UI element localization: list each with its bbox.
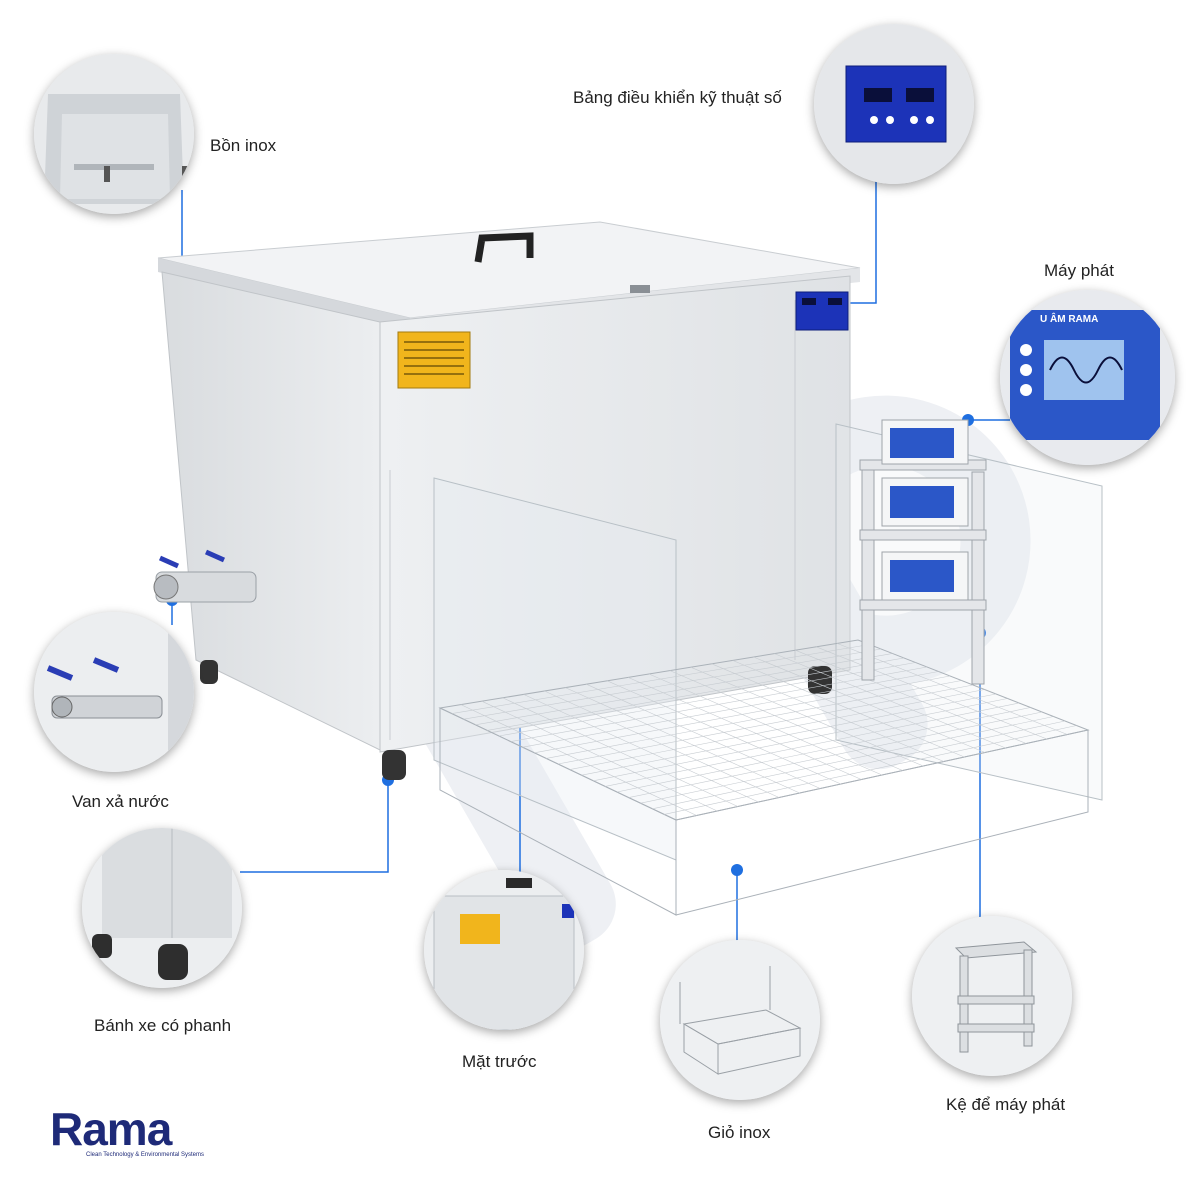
rama-logo: Rama Clean Technology & Environmental Sy…	[50, 1103, 204, 1170]
rack-zoom-circle	[912, 916, 1072, 1076]
zoom-circle-icon	[424, 870, 584, 1030]
logo-tagline: Clean Technology & Environmental Systems	[86, 1152, 204, 1158]
front-panel-zoom-circle	[424, 870, 584, 1030]
zoom-circle-icon	[34, 612, 194, 772]
callout-dot-icon	[731, 864, 743, 876]
label-casters: Bánh xe có phanh	[94, 1016, 232, 1035]
zoom-circle-icon	[660, 940, 820, 1100]
zoom-circle-icon	[912, 916, 1072, 1076]
zoom-circle-icon	[814, 24, 974, 184]
zoom-circle-icon	[34, 54, 194, 214]
basket-zoom-circle	[660, 940, 820, 1100]
label-tank: Bồn inox	[210, 136, 277, 155]
valve-zoom-circle	[34, 612, 194, 772]
zoom-circle-icon	[82, 828, 242, 988]
control-panel-zoom-circle	[814, 24, 974, 184]
label-control-panel: Bảng điều khiển kỹ thuật số	[573, 88, 782, 107]
zoom-circle-icon	[1000, 290, 1175, 465]
label-front-panel: Mặt trước	[462, 1052, 537, 1071]
label-generator: Máy phát	[1044, 261, 1114, 280]
generator-screen-brand: U ÂM RAMA	[1040, 314, 1099, 325]
label-basket: Giỏ inox	[708, 1123, 771, 1142]
generator-zoom-circle: U ÂM RAMA	[1000, 290, 1175, 465]
label-generator-rack: Kệ để máy phát	[946, 1095, 1066, 1114]
tank-zoom-circle	[34, 54, 194, 214]
logo-name: Rama	[50, 1103, 172, 1155]
label-drain-valve: Van xả nước	[72, 792, 169, 811]
casters-zoom-circle	[82, 828, 242, 988]
